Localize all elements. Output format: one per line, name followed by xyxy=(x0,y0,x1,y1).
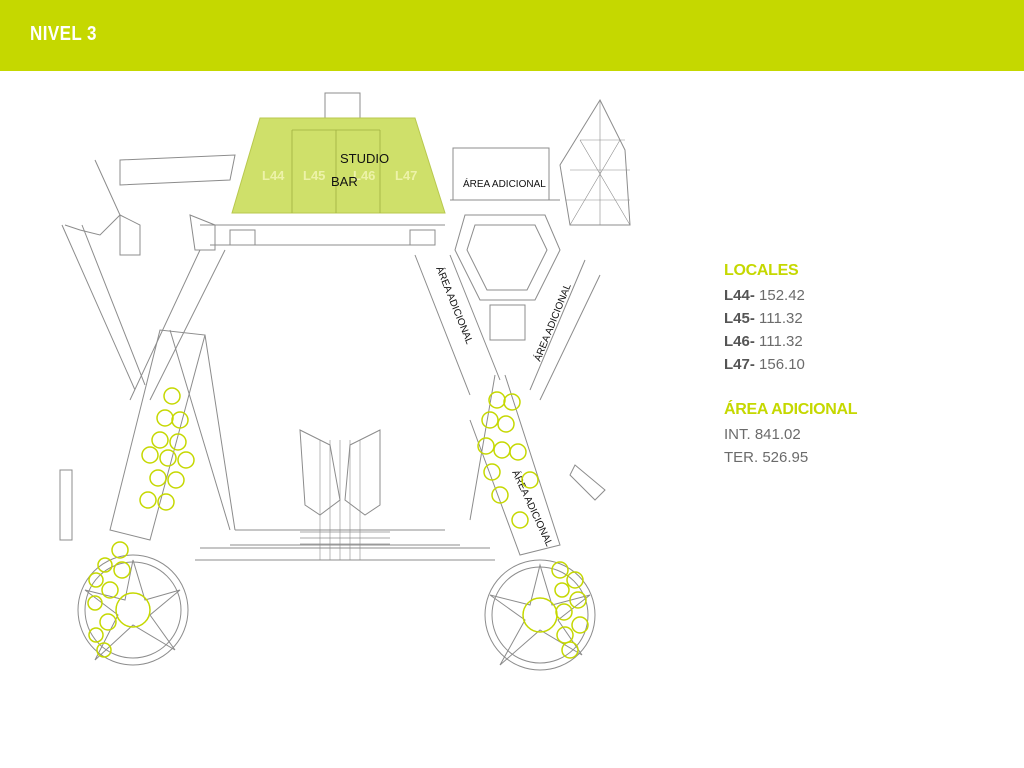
hex-ring xyxy=(454,214,561,301)
header-bar: NIVEL 3 xyxy=(0,0,1024,71)
unit-label-l44: L44 xyxy=(262,168,285,183)
legend-locales-title: LOCALES xyxy=(724,262,799,279)
legend-panel: LOCALES L44- 152.42 L45- 111.32 L46- 111… xyxy=(724,262,858,469)
legend-locale-row: L45- 111.32 xyxy=(724,310,803,327)
left-wing xyxy=(109,329,206,541)
left-plaza xyxy=(77,554,189,666)
area-adicional-top-label: ÁREA ADICIONAL xyxy=(463,177,546,190)
area-adicional-diag-right-label: ÁREA ADICIONAL xyxy=(531,281,574,363)
legend-locale-row: L46- 111.32 xyxy=(724,333,803,350)
right-plaza xyxy=(484,559,596,671)
floor-plan-map: L44 L45 L46 L47 STUDIO BAR ÁREA ADICIONA… xyxy=(59,92,631,671)
right-x-frame xyxy=(414,254,601,401)
seating-circles xyxy=(87,387,589,659)
legend-area-title: ÁREA ADICIONAL xyxy=(724,401,858,418)
legend-locale-row: L47- 156.10 xyxy=(724,356,805,373)
unit-label-l46: L46 xyxy=(353,168,375,183)
center-corridor xyxy=(195,529,495,561)
triangle-grid-building xyxy=(559,98,631,226)
unit-label-l45: L45 xyxy=(303,168,325,183)
area-adicional-top-box xyxy=(452,147,550,201)
legend-area-row-ter: TER. 526.95 xyxy=(724,449,809,466)
studio-bar-label-line1: STUDIO xyxy=(340,151,389,166)
area-adicional-diag-lower-label: ÁREA ADICIONAL xyxy=(509,468,556,549)
level-title: NIVEL 3 xyxy=(30,23,97,45)
studio-bar-label-line2: BAR xyxy=(331,174,358,189)
legend-locale-row: L44- 152.42 xyxy=(724,287,805,304)
unit-label-l47: L47 xyxy=(395,168,417,183)
left-x-frame xyxy=(61,224,226,401)
right-wing xyxy=(469,374,561,556)
highlighted-units-area xyxy=(231,117,446,214)
legend-area-row-int: INT. 841.02 xyxy=(724,426,801,443)
